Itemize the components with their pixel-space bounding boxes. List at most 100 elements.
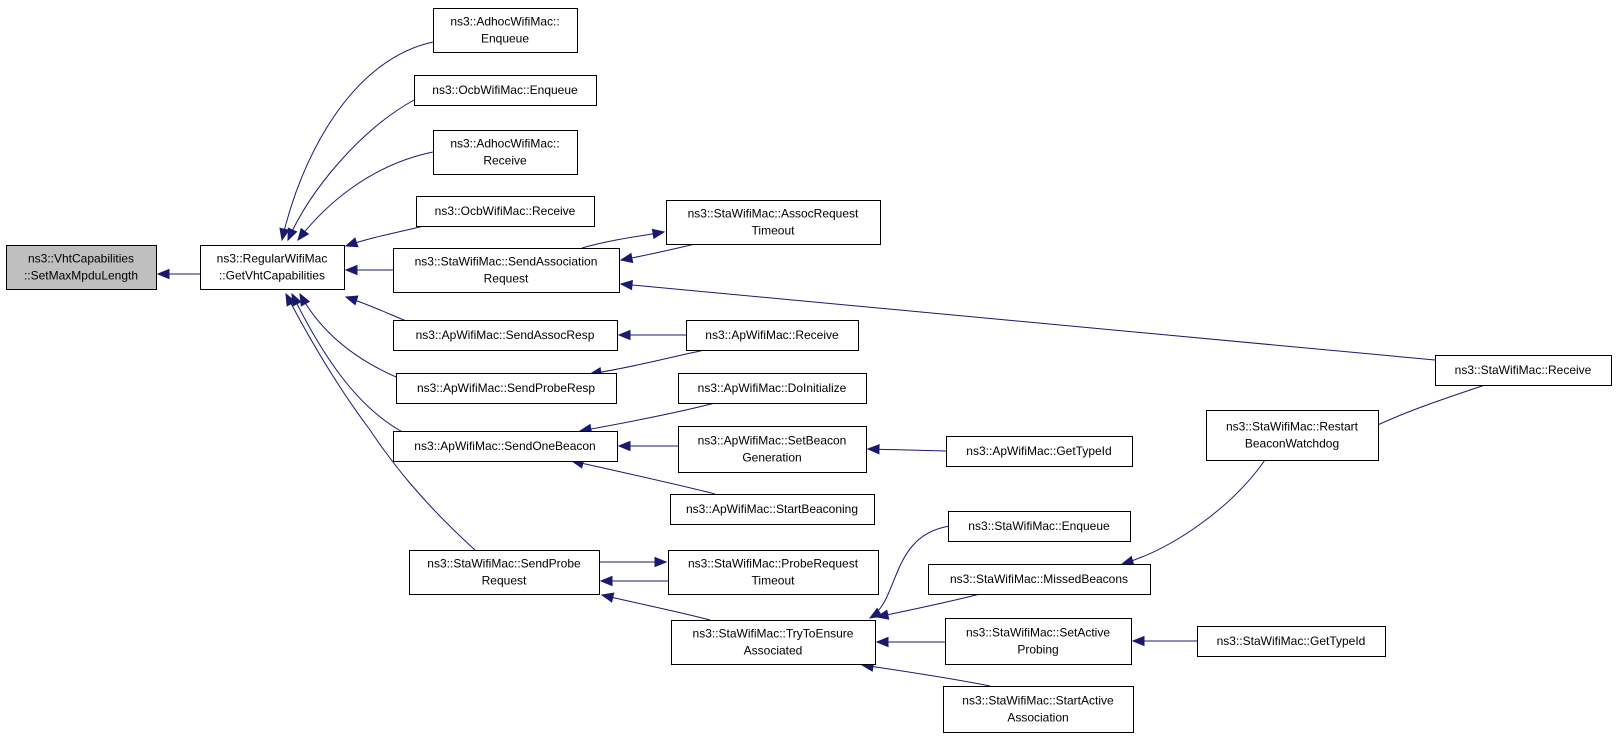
node-ap-receive[interactable]: ns3::ApWifiMac::Receive [686,320,859,351]
arrowhead [875,636,889,648]
node-box [678,426,867,473]
edge-line [601,594,711,621]
node-label: ns3::VhtCapabilities [28,252,134,266]
edge-adhoc_recv-to-getvht [297,151,434,242]
node-label: ns3::StaWifiMac::Enqueue [968,519,1110,533]
node-box [396,373,617,404]
node-box [1435,355,1612,386]
node-box [393,431,618,462]
edge-ocb_enq-to-getvht [287,99,415,242]
node-label: ::GetVhtCapabilities [219,269,325,283]
node-box [416,196,595,227]
node-ap-sendonebeacon[interactable]: ns3::ApWifiMac::SendOneBeacon [393,431,618,462]
node-getvht[interactable]: ns3::RegularWifiMac::GetVhtCapabilities [200,245,345,290]
node-adhoc-enq[interactable]: ns3::AdhocWifiMac::Enqueue [433,8,578,53]
node-sta-gettypeid[interactable]: ns3::StaWifiMac::GetTypeId [1197,626,1386,657]
node-label: BeaconWatchdog [1245,437,1339,451]
edge-sta_probetimeout-to-sta_sendprobe [599,575,668,587]
node-box [1206,410,1379,461]
edge-ap_receive-to-ap_sendassocresp [617,329,686,341]
node-label: ns3::StaWifiMac::ProbeRequest [688,557,859,571]
edge-line [291,293,426,443]
node-label: Associated [744,644,803,658]
edge-line [297,151,434,241]
node-ap-sendproberesp[interactable]: ns3::ApWifiMac::SendProbeResp [396,373,617,404]
node-label: Request [482,574,527,588]
node-label: ns3::StaWifiMac::TryToEnsure [693,627,854,641]
edge-line [571,460,716,495]
node-sta-enqueue[interactable]: ns3::StaWifiMac::Enqueue [948,511,1131,542]
edge-sta_receive-to-sta_sendassoc [619,279,1436,361]
node-box [1197,626,1386,657]
arrowhead [654,556,668,568]
edge-line [861,664,991,687]
node-label: Probing [1017,643,1058,657]
arrowhead [1131,635,1145,647]
node-label: ns3::StaWifiMac::SetActive [966,626,1110,640]
node-box [946,436,1133,467]
arrowhead [344,264,358,276]
node-box [668,550,879,595]
node-ap-doinit[interactable]: ns3::ApWifiMac::DoInitialize [678,373,867,404]
arrowhead [617,440,631,452]
edge-line [620,283,1436,361]
node-label: Association [1007,711,1068,725]
edge-line [285,293,476,551]
node-label: Timeout [752,574,796,588]
node-root[interactable]: ns3::VhtCapabilities::SetMaxMpduLength [6,245,157,290]
node-label: Timeout [752,224,796,238]
node-label: Enqueue [481,32,529,46]
edge-line [589,349,706,375]
node-label: ns3::StaWifiMac::StartActive [962,694,1114,708]
edge-sta_sendprobe-to-getvht [285,292,476,551]
node-box [409,550,600,595]
edge-line [281,41,434,241]
node-label: ns3::AdhocWifiMac:: [450,15,559,29]
node-box [433,130,578,175]
node-label: ns3::ApWifiMac::Receive [705,328,839,342]
arrowhead [600,592,615,603]
edge-sta_sendassoc-to-getvht [344,264,393,276]
node-label: ns3::StaWifiMac::Receive [1455,363,1592,377]
node-sta-missedbeacons[interactable]: ns3::StaWifiMac::MissedBeacons [928,564,1151,595]
edge-line [287,99,415,241]
node-ocb-enq[interactable]: ns3::OcbWifiMac::Enqueue [414,75,597,106]
node-label: ns3::OcbWifiMac::Enqueue [432,83,578,97]
node-label: ns3::StaWifiMac::SendAssociation [415,255,598,269]
edge-ap_gettypeid-to-ap_setbeacongen [866,444,947,455]
arrowhead [299,292,311,307]
node-label: Generation [742,451,801,465]
node-ap-gettypeid[interactable]: ns3::ApWifiMac::GetTypeId [946,436,1133,467]
node-ap-sendassocresp[interactable]: ns3::ApWifiMac::SendAssocResp [393,320,618,351]
nodes-layer: ns3::VhtCapabilities::SetMaxMpduLengthns… [6,8,1612,733]
node-label: ::SetMaxMpduLength [24,269,138,283]
node-adhoc-recv[interactable]: ns3::AdhocWifiMac::Receive [433,130,578,175]
node-ap-startbeaconing[interactable]: ns3::ApWifiMac::StartBeaconing [670,494,875,525]
arrowhead [617,329,631,341]
arrowhead [599,575,613,587]
node-box [670,494,875,525]
node-box [686,320,859,351]
edge-ap_receive-to-ap_sendproberesp [588,349,706,378]
arrowhead [619,252,634,264]
edge-line [579,402,716,432]
arrowhead [344,237,359,248]
arrowhead [297,227,310,242]
edge-line [1121,459,1266,565]
arrowhead [1120,555,1135,566]
edge-line [869,525,951,619]
node-box [393,320,618,351]
arrowhead [344,295,359,306]
node-ocb-recv[interactable]: ns3::OcbWifiMac::Receive [416,196,595,227]
node-sta-receive[interactable]: ns3::StaWifiMac::Receive [1435,355,1612,386]
